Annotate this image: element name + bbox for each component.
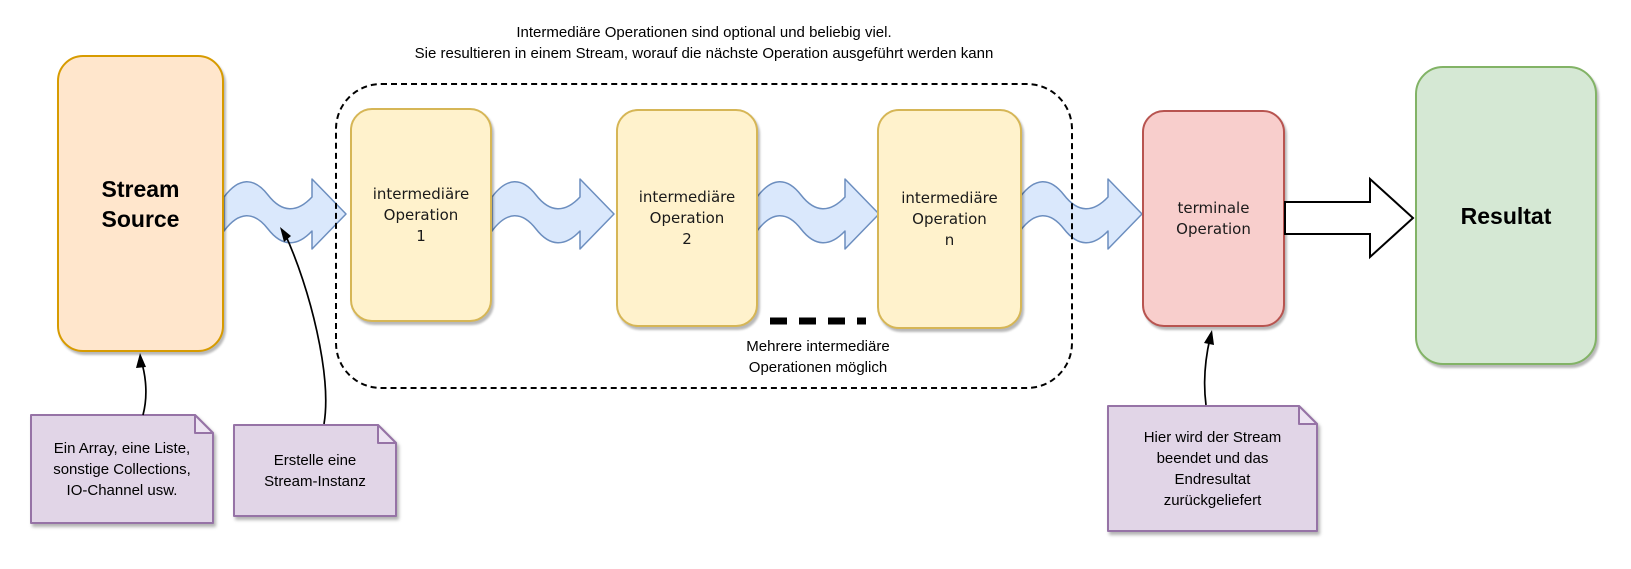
stream-source-label: Stream Source <box>101 175 180 232</box>
note-terminal-text: Hier wird der Stream beendet und das End… <box>1143 428 1282 509</box>
stream-flow-arrow-3 <box>757 178 880 250</box>
intermediate-ops-caption: Intermediäre Operationen sind optional u… <box>414 24 994 62</box>
result-label: Resultat <box>1460 202 1552 229</box>
note-stream-instance-text: Erstelle eine Stream-Instanz <box>264 451 366 490</box>
stream-flow-arrow-1 <box>224 178 347 250</box>
multiple-ops-label: Mehrere intermediäre Operationen möglich <box>746 338 890 376</box>
note-terminal: Hier wird der Stream beendet und das End… <box>1107 405 1318 532</box>
result-block-arrow <box>1284 176 1415 260</box>
intermediate-op-1-label: intermediäre Operation 1 <box>372 184 470 245</box>
note-shape-icon <box>1107 405 1318 532</box>
node-intermediate-op-n: intermediäre Operation n <box>877 109 1022 329</box>
note-stream-source: Ein Array, eine Liste, sonstige Collecti… <box>30 414 214 524</box>
stream-flow-arrow-4 <box>1020 178 1143 250</box>
node-terminal-operation: terminale Operation <box>1142 110 1285 327</box>
node-stream-source: Stream Source <box>57 55 224 352</box>
note-stream-source-text: Ein Array, eine Liste, sonstige Collecti… <box>53 439 191 499</box>
node-result: Resultat <box>1415 66 1597 365</box>
intermediate-op-2-label: intermediäre Operation 2 <box>638 187 736 248</box>
note-shape-icon <box>30 414 214 524</box>
connector-terminal-note <box>1203 330 1214 406</box>
stream-flow-arrow-2 <box>492 178 615 250</box>
terminal-operation-label: terminale Operation <box>1176 198 1251 238</box>
intermediate-op-n-label: intermediäre Operation n <box>901 188 998 249</box>
connector-source-note <box>136 353 147 416</box>
note-stream-instance: Erstelle eine Stream-Instanz <box>233 424 397 517</box>
node-intermediate-op-1: intermediäre Operation 1 <box>350 108 492 322</box>
note-shape-icon <box>233 424 397 517</box>
node-intermediate-op-2: intermediäre Operation 2 <box>616 109 758 327</box>
